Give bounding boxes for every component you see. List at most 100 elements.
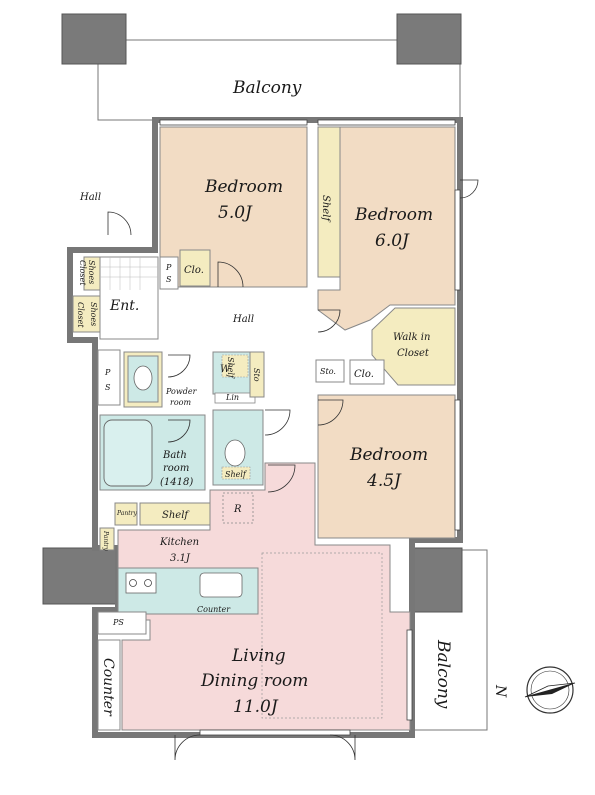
label-living-size: 11.0J [233, 697, 279, 717]
door-powder [167, 354, 191, 378]
entrance-tiles [100, 257, 158, 290]
walk-in-closet [371, 307, 456, 386]
label-bedroom2-size: 6.0J [375, 231, 410, 251]
linen-shelf [214, 392, 256, 404]
label-counter-kitchen: Counter [197, 605, 231, 614]
storage-closet [315, 359, 345, 383]
bedroom-3 [317, 394, 456, 539]
label-storage: Sto. [320, 367, 336, 376]
fridge-space [222, 492, 254, 524]
pillar-top-left [61, 13, 127, 65]
label-ps2-s: S [105, 383, 111, 392]
label-shelf-toilet: Shelf [225, 470, 248, 479]
label-clo2: Clo. [354, 369, 374, 380]
door-ldk-bottom-right [329, 734, 356, 761]
door-entrance [107, 211, 132, 236]
bathtub [103, 419, 153, 487]
pantry-2 [99, 527, 115, 551]
label-lin: Lin [225, 393, 239, 402]
label-ps1-p: P [165, 263, 172, 272]
north-arrow-icon [524, 666, 576, 714]
label-ps2-p: P [104, 368, 111, 377]
label-powder-1: Powder [165, 387, 198, 396]
door-living [267, 464, 296, 493]
window-top-2 [317, 119, 456, 126]
label-north: N [492, 684, 508, 698]
label-shelf-vertical: Shelf [320, 195, 331, 223]
label-kitchen-size: 3.1J [170, 553, 191, 564]
door-bedroom2 [317, 309, 341, 333]
label-w: W [220, 364, 231, 375]
label-fridge: R [233, 504, 242, 515]
side-counter [97, 639, 121, 731]
pantry-1 [114, 502, 138, 526]
cooktop [125, 572, 157, 594]
closet-bedroom3 [349, 359, 385, 385]
window-right-1 [454, 189, 461, 291]
label-bath-3: (1418) [160, 477, 193, 488]
window-bottom [199, 729, 351, 736]
label-walk-in-1: Walk in [393, 332, 430, 343]
label-powder-2: room [170, 398, 191, 407]
label-sto-small: Sto [252, 368, 261, 382]
label-shelf-kitchen: Shelf [162, 510, 190, 521]
label-pantry2: Pantry [102, 530, 109, 551]
kitchen-shelf [139, 502, 211, 526]
label-clo1: Clo. [184, 265, 204, 276]
inner-hall [160, 300, 308, 348]
label-hall-inside: Hall [232, 314, 254, 325]
pillar-mid-left [42, 547, 119, 605]
window-living [406, 629, 413, 721]
pillar-top-right [396, 13, 462, 65]
label-bedroom3-size: 4.5J [366, 471, 402, 491]
sink-basin [133, 365, 153, 391]
label-entrance: Ent. [109, 298, 139, 314]
door-ldk-bottom-left [174, 734, 201, 761]
label-shoes1-b: Closet [78, 260, 87, 286]
entrance-floor [99, 256, 159, 340]
label-bedroom1-name: Bedroom [204, 177, 283, 197]
label-shoes1-a: Shoes [87, 260, 96, 284]
label-shoes2-a: Shoes [89, 302, 98, 326]
label-hall-outside: Hall [79, 192, 101, 203]
label-ps3: PS [112, 618, 124, 627]
burner-1 [129, 579, 137, 587]
door-bedroom1 [217, 261, 244, 288]
label-shoes2-b: Closet [76, 302, 85, 328]
door-balcony [459, 179, 479, 199]
kitchen-sink [199, 572, 243, 598]
shoes-closet-2 [72, 295, 102, 333]
label-balcony-top: Balcony [232, 78, 302, 98]
label-bedroom2-name: Bedroom [354, 205, 433, 225]
label-kitchen-name: Kitchen [159, 537, 199, 548]
toilet-shelf [221, 466, 251, 480]
storage-small [249, 351, 265, 398]
label-living-2: Dining room [200, 671, 308, 691]
label-shelf-small: Shelf [226, 357, 235, 380]
shelf-vertical [317, 126, 341, 278]
door-bedroom3 [317, 399, 344, 426]
window-right-2 [454, 399, 461, 531]
label-bedroom3-name: Bedroom [349, 445, 428, 465]
label-ps1-s: S [166, 275, 172, 284]
label-pantry1: Pantry [116, 510, 137, 517]
ps-box-2 [97, 349, 121, 406]
label-bedroom1-size: 5.0J [218, 203, 253, 223]
living-dashed-outline [261, 552, 383, 719]
ps-box-1 [159, 256, 179, 290]
ps-box-3 [97, 611, 147, 635]
label-living-1: Living [231, 646, 286, 666]
washer-shelf [221, 354, 249, 378]
door-toilet [264, 409, 291, 436]
window-top-1 [159, 119, 308, 126]
door-bath [167, 419, 191, 443]
toilet-bowl [224, 439, 246, 467]
closet-bedroom1 [179, 249, 211, 287]
burner-2 [144, 579, 152, 587]
label-counter-side: Counter [100, 658, 116, 717]
label-bath-1: Bath [162, 450, 187, 461]
label-balcony-side: Balcony [433, 639, 453, 709]
label-walk-in-2: Closet [397, 348, 430, 359]
label-bath-2: room [163, 463, 189, 474]
